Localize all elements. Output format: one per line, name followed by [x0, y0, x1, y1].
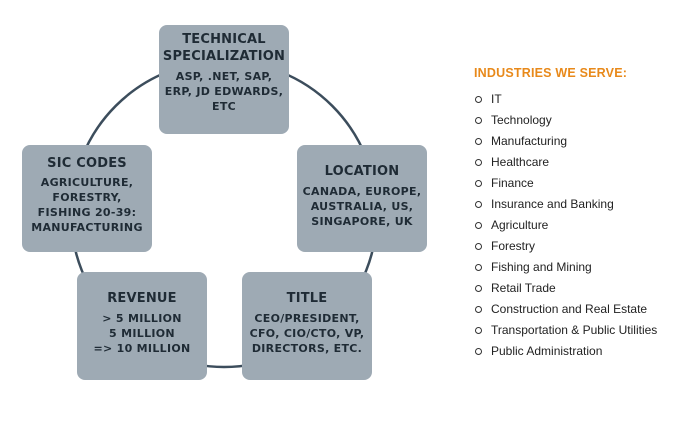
box-title: SIC CODES: [47, 156, 127, 171]
industries-heading: INDUSTRIES WE SERVE:: [474, 66, 628, 80]
industries-panel: INDUSTRIES WE SERVE: IT Technology Manuf…: [474, 66, 696, 362]
sic-codes-box: SIC CODES AGRICULTURE, FORESTRY, FISHING…: [22, 145, 152, 252]
industry-item: Transportation & Public Utilities: [474, 320, 696, 341]
industry-item: Finance: [474, 173, 696, 194]
technical-specialization-box: TECHNICAL SPECIALIZATION ASP, .NET, SAP,…: [159, 25, 289, 134]
box-body: ASP, .NET, SAP, ERP, JD EDWARDS, ETC: [164, 70, 284, 113]
industry-item: Insurance and Banking: [474, 194, 696, 215]
box-body: AGRICULTURE, FORESTRY, FISHING 20-39: MA…: [31, 176, 143, 234]
box-title: LOCATION: [324, 164, 400, 179]
industries-list: IT Technology Manufacturing Healthcare F…: [474, 89, 696, 362]
industry-item: Technology: [474, 110, 696, 131]
industry-item: Public Administration: [474, 341, 696, 362]
box-body: CANADA, EUROPE, AUSTRALIA, US, SINGAPORE…: [302, 185, 422, 228]
industry-item: Agriculture: [474, 215, 696, 236]
title-box: TITLE CEO/PRESIDENT, CFO, CIO/CTO, VP, D…: [242, 272, 372, 380]
industry-item: Retail Trade: [474, 278, 696, 299]
industry-item: IT: [474, 89, 696, 110]
industry-item: Forestry: [474, 236, 696, 257]
box-body: > 5 MILLION 5 MILLION => 10 MILLION: [93, 312, 191, 355]
industry-item: Healthcare: [474, 152, 696, 173]
box-title: REVENUE: [107, 291, 177, 306]
box-title: TECHNICAL SPECIALIZATION: [162, 32, 286, 64]
industry-item: Manufacturing: [474, 131, 696, 152]
industry-item: Construction and Real Estate: [474, 299, 696, 320]
industry-item: Fishing and Mining: [474, 257, 696, 278]
box-body: CEO/PRESIDENT, CFO, CIO/CTO, VP, DIRECTO…: [249, 312, 365, 355]
box-title: TITLE: [286, 291, 328, 306]
location-box: LOCATION CANADA, EUROPE, AUSTRALIA, US, …: [297, 145, 427, 252]
revenue-box: REVENUE > 5 MILLION 5 MILLION => 10 MILL…: [77, 272, 207, 380]
